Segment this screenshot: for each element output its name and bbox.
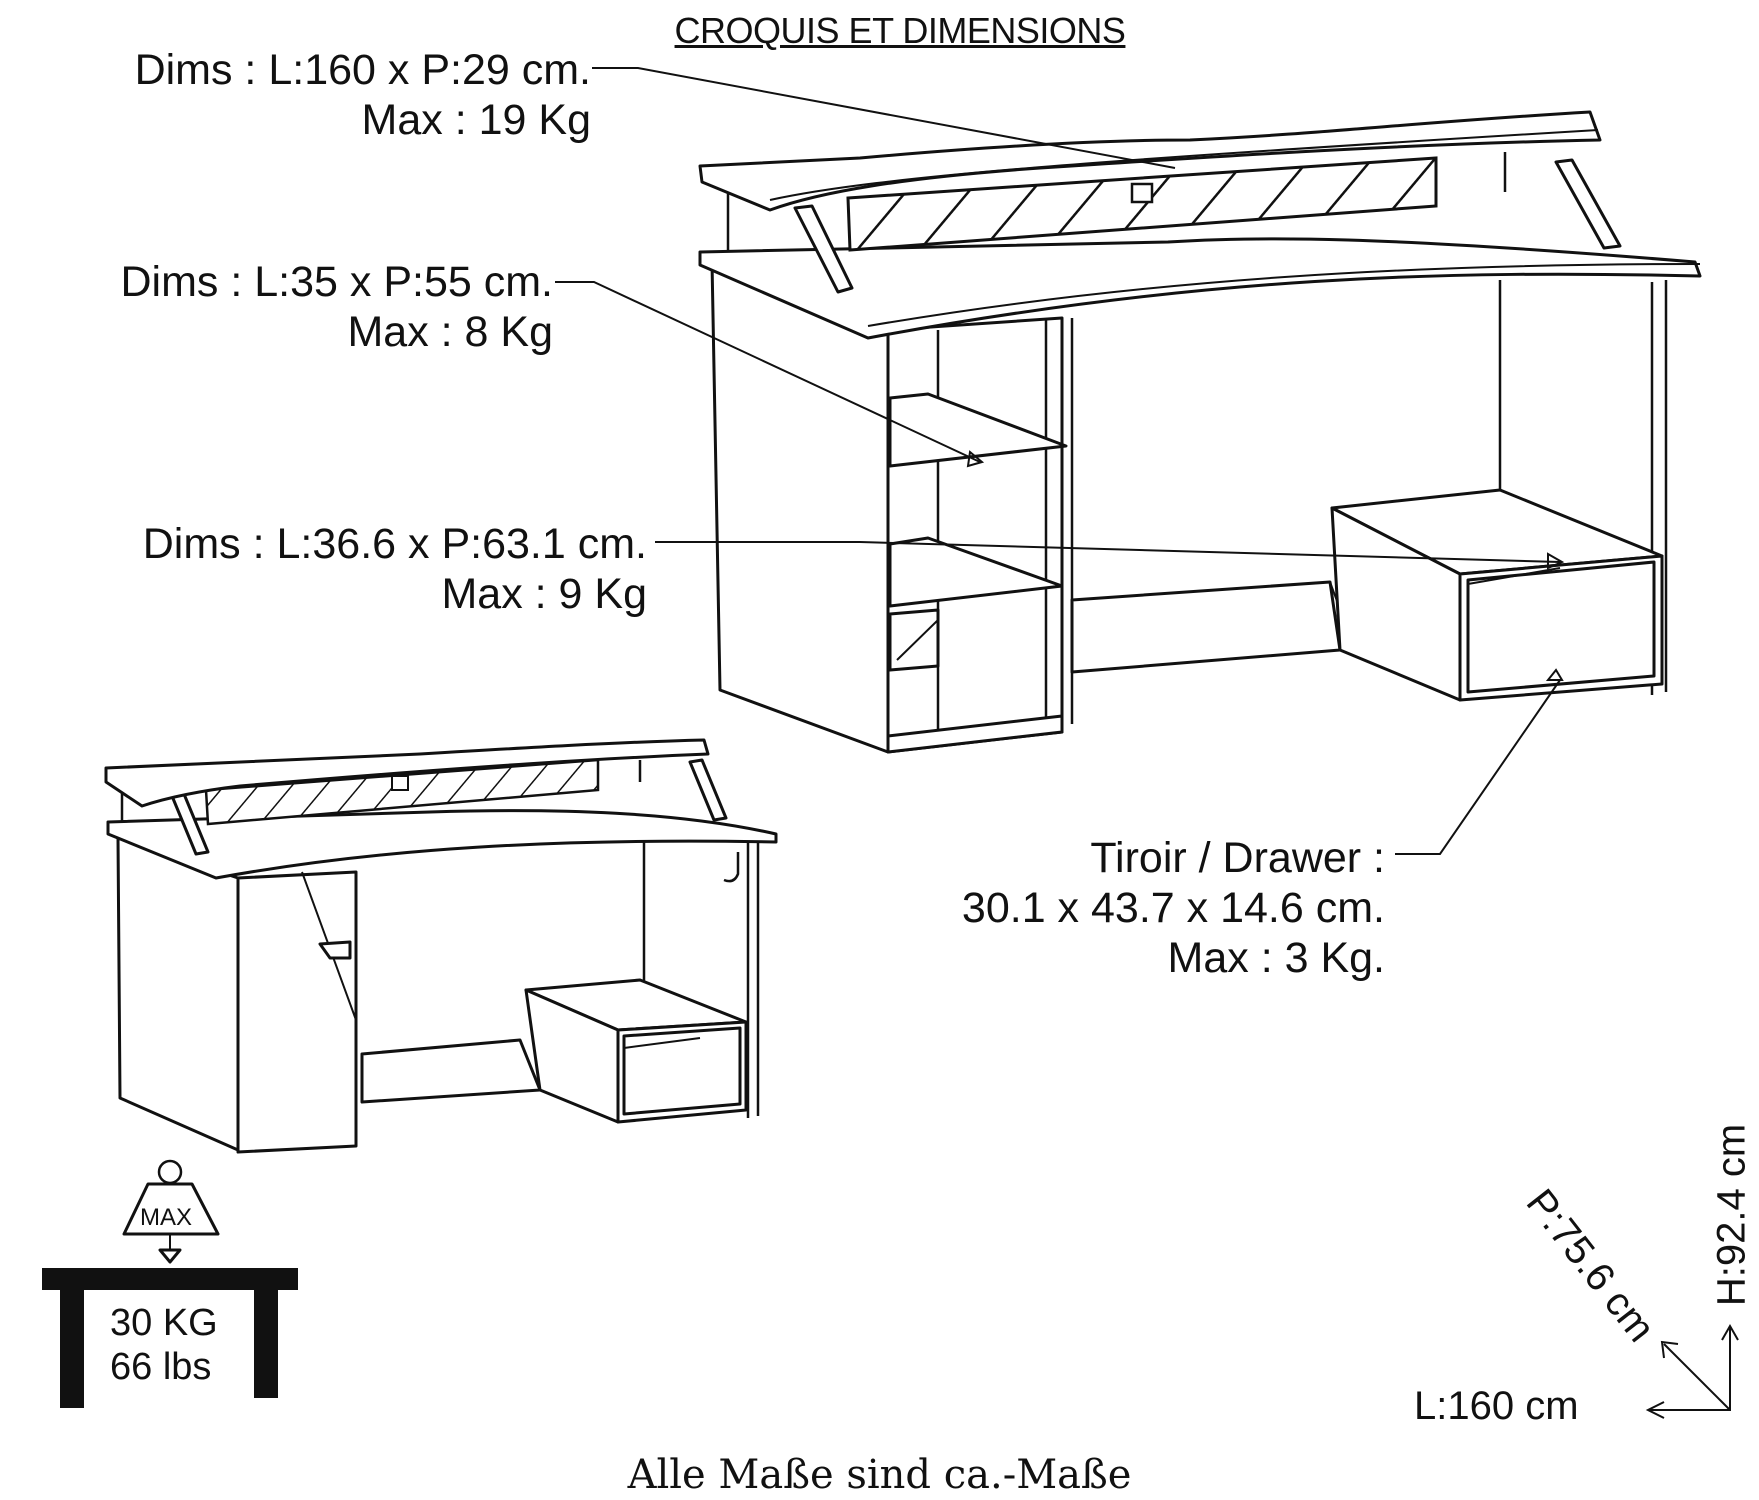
load-lbs: 66 lbs: [110, 1346, 212, 1388]
dimension-arrows: [1645, 1323, 1739, 1419]
large-desk-upper-shelf: [888, 392, 1068, 468]
footer-note: Alle Maße sind ca.-Maße: [627, 1452, 1132, 1498]
callout-top-shelf-max: Max : 19 Kg: [361, 96, 591, 144]
dim-length: L:160 cm: [1414, 1384, 1579, 1428]
small-desk-drawing: [104, 738, 778, 1154]
callout-drawer-title: Tiroir / Drawer :: [1090, 834, 1385, 882]
callout-mid-shelf-max: Max : 9 Kg: [441, 570, 647, 618]
callout-top-shelf-dims: Dims : L:160 x P:29 cm.: [134, 46, 591, 94]
large-desk-shelf-column: [886, 316, 1064, 754]
load-max-label: MAX: [140, 1204, 193, 1231]
callout-small-shelf-max: Max : 8 Kg: [347, 308, 553, 356]
large-desk-drawing: [698, 110, 1702, 754]
callout-mid-shelf-dims: Dims : L:36.6 x P:63.1 cm.: [142, 520, 647, 568]
max-load-icon: [42, 1159, 298, 1408]
callout-small-shelf-dims: Dims : L:35 x P:55 cm.: [120, 258, 553, 306]
dim-height: H:92.4 cm: [1709, 1123, 1754, 1307]
large-desk-led-panel: [846, 156, 1438, 252]
callout-drawer-max: Max : 3 Kg.: [1167, 934, 1385, 982]
page-title: CROQUIS ET DIMENSIONS: [674, 10, 1126, 51]
callout-drawer-dims: 30.1 x 43.7 x 14.6 cm.: [961, 884, 1385, 932]
callout-leaders: [555, 67, 1565, 855]
load-kg: 30 KG: [110, 1302, 218, 1344]
